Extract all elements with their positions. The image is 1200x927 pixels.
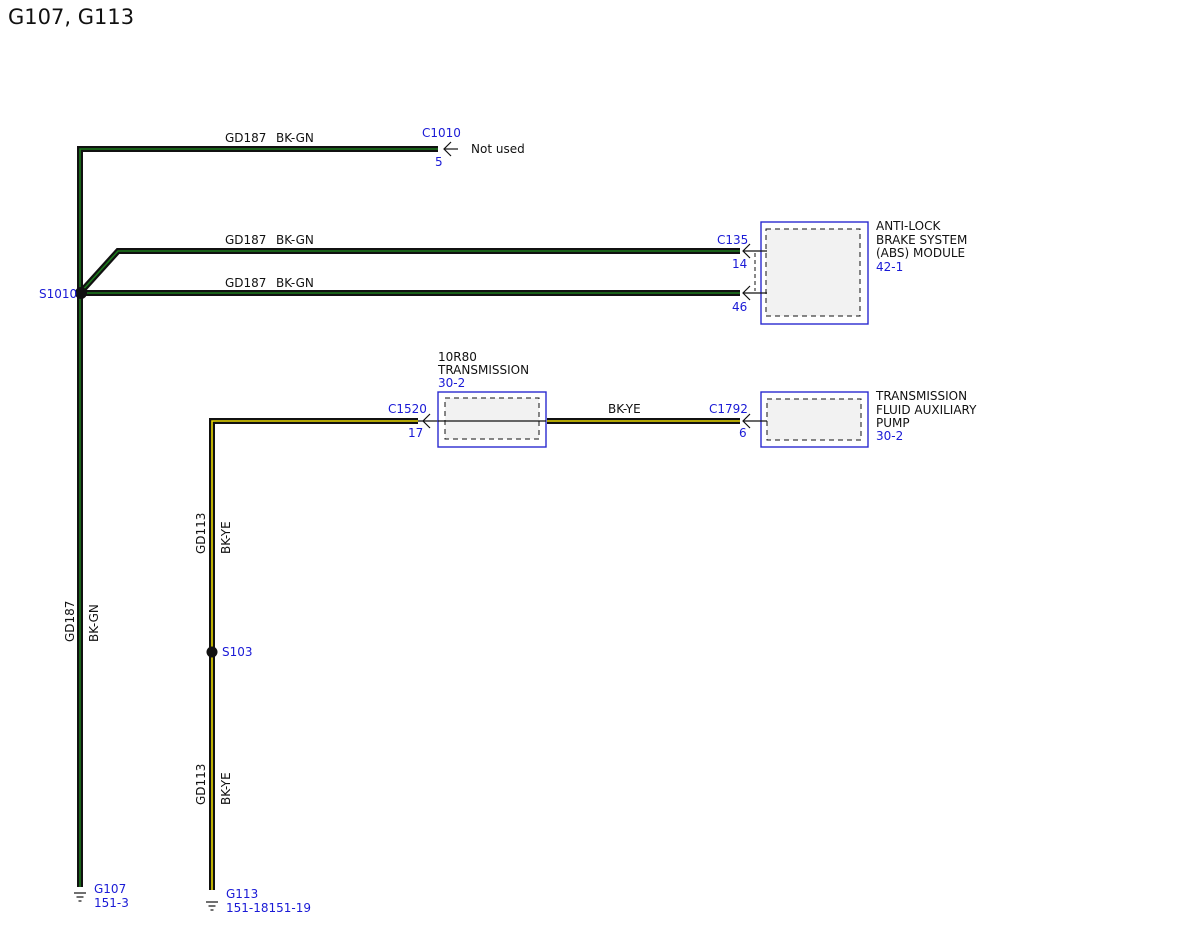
splice-s1010-label: S1010 xyxy=(39,287,77,301)
aux-pump-name-1: TRANSMISSION xyxy=(875,389,967,403)
aux-pump-name-2: FLUID AUXILIARY xyxy=(876,403,977,417)
connector-c1792-pin: 6 xyxy=(739,426,747,440)
abs-module-body xyxy=(765,228,861,317)
abs-module-name-3: (ABS) MODULE xyxy=(876,246,965,260)
ground-g107-ref: 151-3 xyxy=(94,896,129,910)
wire-abs46-circuit: GD187 xyxy=(225,276,266,290)
wire-gd113-upper-circuit: GD113 xyxy=(194,513,208,554)
connector-c1520-id: C1520 xyxy=(388,402,427,416)
wire-trunk-circuit: GD187 xyxy=(63,601,77,642)
aux-pump-ref: 30-2 xyxy=(876,429,903,443)
ground-icon xyxy=(206,901,218,911)
connector-c1010-pin: 5 xyxy=(435,155,443,169)
aux-pump-name-3: PUMP xyxy=(876,416,910,430)
abs-module-name-1: ANTI-LOCK xyxy=(876,219,941,233)
wire-abs14-circuit: GD187 xyxy=(225,233,266,247)
connector-c135-pin-46: 46 xyxy=(732,300,747,314)
wire-gd113-lower-color: BK-YE xyxy=(219,772,233,805)
abs-module-ref: 42-1 xyxy=(876,260,903,274)
transmission-name-2: TRANSMISSION xyxy=(437,363,529,377)
wire-gd113-network[interactable] xyxy=(209,418,740,890)
ground-g113-ref: 151-18151-19 xyxy=(226,901,311,915)
splice-s103[interactable]: S103 xyxy=(206,645,253,659)
connector-c1520-pin: 17 xyxy=(408,426,423,440)
splice-s1010-dot xyxy=(75,287,87,299)
ground-g113-id: G113 xyxy=(226,887,258,901)
abs-module-name-2: BRAKE SYSTEM xyxy=(876,233,967,247)
connector-c1520[interactable]: C1520 17 xyxy=(388,402,431,440)
aux-pump-body xyxy=(766,398,862,441)
wire-gd187-network[interactable] xyxy=(77,146,740,887)
wire-gd113-lower-circuit: GD113 xyxy=(194,764,208,805)
wire-gd113-upper-color: BK-YE xyxy=(219,521,233,554)
wire-abs14-color: BK-GN xyxy=(276,233,314,247)
connector-c1520-pin-symbol xyxy=(422,413,431,429)
splice-s103-label: S103 xyxy=(222,645,253,659)
ground-g113[interactable]: G113 151-18151-19 xyxy=(206,887,311,915)
wire-top-color: BK-GN xyxy=(276,131,314,145)
ground-icon xyxy=(74,892,86,902)
ground-g107-id: G107 xyxy=(94,882,126,896)
transmission-ref: 30-2 xyxy=(438,376,465,390)
page-title: G107, G113 xyxy=(8,5,134,29)
transmission-name-1: 10R80 xyxy=(438,350,477,364)
connector-c1010-note: Not used xyxy=(471,142,525,156)
splice-s103-dot xyxy=(206,646,218,658)
connector-c135-pin-14: 14 xyxy=(732,257,747,271)
wire-abs46-color: BK-GN xyxy=(276,276,314,290)
component-abs-module[interactable]: ANTI-LOCK BRAKE SYSTEM (ABS) MODULE 42-1 xyxy=(760,219,967,325)
transmission-body xyxy=(444,397,540,440)
splice-s1010[interactable]: S1010 xyxy=(39,287,87,301)
connector-c1792[interactable]: C1792 6 xyxy=(709,402,767,440)
connector-c135[interactable]: C135 14 46 xyxy=(717,233,767,314)
wire-trans-link-color: BK-YE xyxy=(608,402,641,416)
connector-c135-id: C135 xyxy=(717,233,748,247)
connector-c1792-id: C1792 xyxy=(709,402,748,416)
component-aux-pump[interactable]: TRANSMISSION FLUID AUXILIARY PUMP 30-2 xyxy=(760,389,977,448)
wire-trunk-color: BK-GN xyxy=(87,604,101,642)
connector-c1010[interactable]: C1010 5 Not used xyxy=(422,126,525,169)
component-transmission[interactable]: 10R80 TRANSMISSION 30-2 xyxy=(437,350,547,448)
ground-g107[interactable]: G107 151-3 xyxy=(74,882,129,910)
wire-top-circuit: GD187 xyxy=(225,131,266,145)
connector-c1010-id: C1010 xyxy=(422,126,461,140)
